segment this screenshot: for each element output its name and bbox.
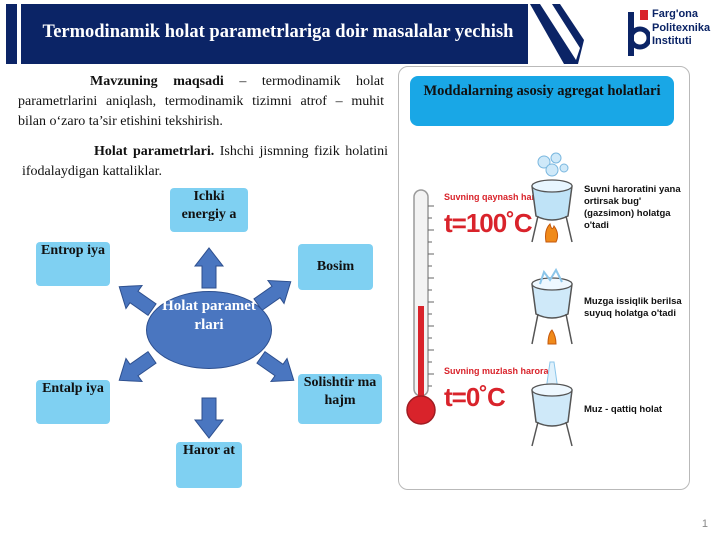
header-bar <box>6 4 528 64</box>
boiling-value: t=100˚C <box>444 208 533 238</box>
arrow-down <box>194 397 224 439</box>
institute-logo-text: Farg'ona Politexnika Instituti <box>652 8 718 49</box>
melting-beaker-icon <box>531 267 573 345</box>
institute-logo-icon <box>628 10 650 56</box>
boiling-label: Suvning qaynash harorati <box>444 192 555 202</box>
node-entropy: Entrop iya <box>36 242 110 286</box>
node-temperature: Haror at <box>176 442 242 488</box>
arrow-up <box>194 247 224 289</box>
goal-paragraph: Mavzuning maqsadi – termodinamik holat p… <box>18 72 384 132</box>
thermometer-icon <box>406 189 436 425</box>
page-number: 1 <box>701 518 708 530</box>
logo-line-1: Farg'ona <box>652 8 699 20</box>
slide-title: Termodinamik holat parametrlariga doir m… <box>42 22 514 42</box>
logo-chevron-graphic <box>530 4 584 64</box>
node-internal-energy: Ichki energiy a <box>170 188 248 232</box>
freezing-value: t=0˚C <box>444 382 506 412</box>
arrow-down-right <box>252 345 303 393</box>
logo-line-3: Instituti <box>652 35 692 47</box>
header-stripe <box>17 4 21 64</box>
node-pressure: Bosim <box>298 244 373 290</box>
holat-parametrlari-node: Holat paramet rlari <box>146 291 272 369</box>
logo-line-2: Politexnika <box>652 21 711 34</box>
state-gas-text: Suvni haroratini yana ortirsak bug' (gaz… <box>584 184 681 231</box>
boiling-beaker-icon <box>531 152 573 243</box>
freezing-label: Suvning muzlash harorati <box>444 366 555 376</box>
params-label: Holat parametrlari. <box>94 144 215 159</box>
goal-text: – termodinamik holat parametrlarini aniq… <box>18 74 385 129</box>
params-paragraph: Holat parametrlari. Ishchi jismning fizi… <box>22 142 388 182</box>
node-enthalpy: Entalp iya <box>36 380 110 424</box>
goal-label: Mavzuning maqsadi <box>90 74 224 89</box>
ice-beaker-icon <box>531 361 573 447</box>
panel-title: Moddalarning asosiy agregat holatlari <box>410 76 674 126</box>
state-liquid-text: Muzga issiqlik berilsa suyuq holatga o't… <box>584 296 682 319</box>
params-text: Ishchi jismning fizik holatini ifodalayd… <box>22 144 388 179</box>
node-specific-volume: Solishtir ma hajm <box>298 374 382 424</box>
state-solid-text: Muz - qattiq holat <box>584 404 663 415</box>
arrow-down-left <box>110 345 161 393</box>
